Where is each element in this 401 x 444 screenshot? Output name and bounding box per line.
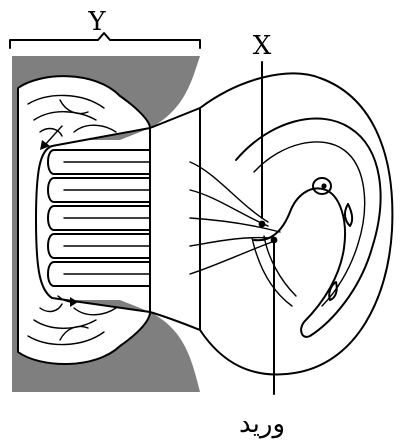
- umbilical-cord: [150, 108, 280, 330]
- label-vein: وريد: [239, 409, 285, 439]
- label-x: X: [253, 31, 272, 61]
- label-y: Y: [87, 7, 106, 37]
- embryo: [236, 118, 381, 336]
- pointer-x: [259, 62, 266, 227]
